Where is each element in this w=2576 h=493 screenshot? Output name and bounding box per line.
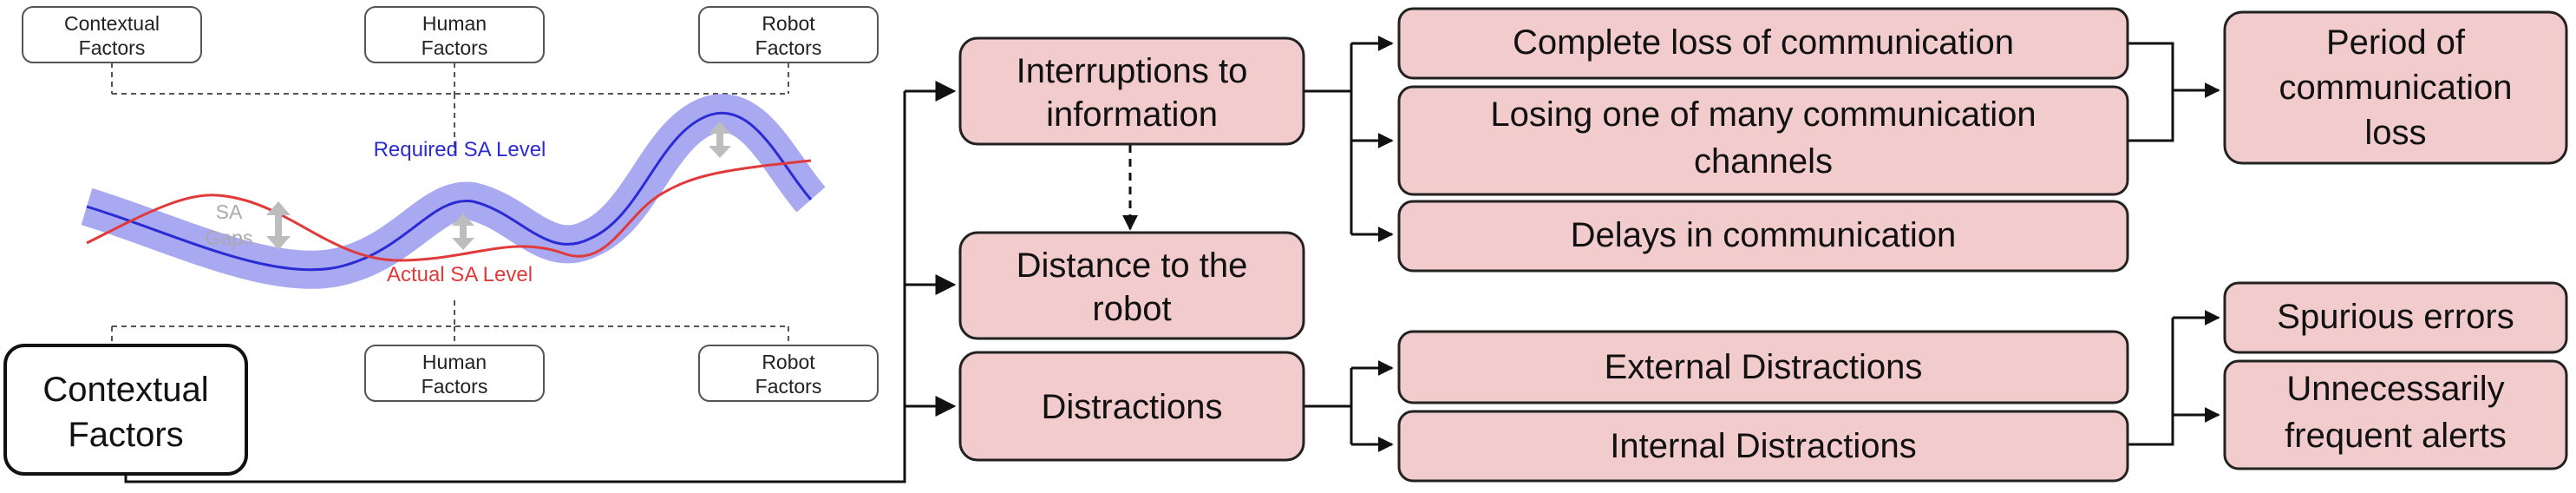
outcome-frequent-alerts-line1: Unnecessarily xyxy=(2286,370,2504,408)
inset-top-human-box: Human Factors xyxy=(364,6,545,63)
inset-top-robot-line1: Robot xyxy=(762,12,815,35)
sa-gaps-label-line2: Gaps xyxy=(206,227,253,249)
actual-sa-line xyxy=(86,159,812,262)
sa-gap-arrow-3 xyxy=(709,122,731,158)
category-distractions-label: Distractions xyxy=(1042,388,1223,426)
inset-bottom-robot-box: Robot Factors xyxy=(698,345,879,402)
outcome-period-of-loss-node: Period of communication loss xyxy=(2223,10,2568,165)
factor-internal-distractions-node: Internal Distractions xyxy=(1397,410,2129,483)
factor-complete-loss-label: Complete loss of communication xyxy=(1513,23,2014,62)
category-distractions-node: Distractions xyxy=(958,351,1305,462)
factor-losing-channel-line2: channels xyxy=(1694,142,1833,181)
inset-bottom-dashed-connector xyxy=(111,300,789,345)
root-contextual-factors-node: Contextual Factors xyxy=(3,344,248,476)
factor-delays-node: Delays in communication xyxy=(1397,200,2129,273)
inset-bottom-robot-line2: Factors xyxy=(755,375,822,398)
category-interruptions-line1: Interruptions to xyxy=(1017,52,1248,90)
root-label-line2: Factors xyxy=(68,416,183,454)
outcome-period-line3: loss xyxy=(2364,114,2426,152)
outcome-period-line2: communication xyxy=(2279,69,2512,107)
factor-external-distractions-node: External Distractions xyxy=(1397,330,2129,404)
inset-top-robot-box: Robot Factors xyxy=(698,6,879,63)
inset-top-contextual-box: Contextual Factors xyxy=(22,6,202,63)
category-interruptions-line2: information xyxy=(1046,95,1218,134)
factor-delays-label: Delays in communication xyxy=(1571,216,1957,254)
inset-bottom-human-line1: Human xyxy=(422,351,487,373)
factor-external-distractions-label: External Distractions xyxy=(1605,348,1923,386)
required-sa-band xyxy=(81,94,826,289)
factor-complete-loss-node: Complete loss of communication xyxy=(1397,7,2129,80)
category-distance-line1: Distance to the xyxy=(1017,246,1248,285)
inset-bottom-human-line2: Factors xyxy=(422,375,488,398)
category-interruptions-node: Interruptions to information xyxy=(958,36,1305,146)
inset-top-human-line1: Human xyxy=(422,12,487,35)
outcome-period-line1: Period of xyxy=(2326,23,2466,62)
sa-gaps-label-line1: SA xyxy=(216,200,243,223)
required-sa-label: Required SA Level xyxy=(374,138,546,161)
sa-gap-arrow-2 xyxy=(452,214,474,250)
outcome-frequent-alerts-node: Unnecessarily frequent alerts xyxy=(2223,359,2568,470)
factor-losing-channel-line1: Losing one of many communication xyxy=(1490,95,2036,134)
tree-connectors xyxy=(124,36,2220,483)
sa-inset: Contextual Factors Human Factors Robot F… xyxy=(22,6,879,402)
category-distance-line2: robot xyxy=(1092,290,1171,328)
actual-sa-label: Actual SA Level xyxy=(387,263,533,286)
category-distance-node: Distance to the robot xyxy=(958,231,1305,340)
outcome-spurious-errors-label: Spurious errors xyxy=(2277,298,2514,336)
outcome-frequent-alerts-line2: frequent alerts xyxy=(2285,417,2507,455)
factor-internal-distractions-label: Internal Distractions xyxy=(1610,427,1916,465)
inset-bottom-human-box: Human Factors xyxy=(364,345,545,402)
inset-bottom-robot-line1: Robot xyxy=(762,351,815,373)
factor-losing-channel-node: Losing one of many communication channel… xyxy=(1397,85,2129,196)
inset-top-contextual-line2: Factors xyxy=(79,36,146,59)
inset-top-contextual-line1: Contextual xyxy=(64,12,160,35)
outcome-spurious-errors-node: Spurious errors xyxy=(2223,281,2568,354)
root-label-line1: Contextual xyxy=(42,371,208,409)
inset-top-human-line2: Factors xyxy=(422,36,488,59)
inset-top-robot-line2: Factors xyxy=(755,36,822,59)
required-sa-line xyxy=(86,111,813,272)
sa-gap-arrow-1 xyxy=(266,201,291,250)
